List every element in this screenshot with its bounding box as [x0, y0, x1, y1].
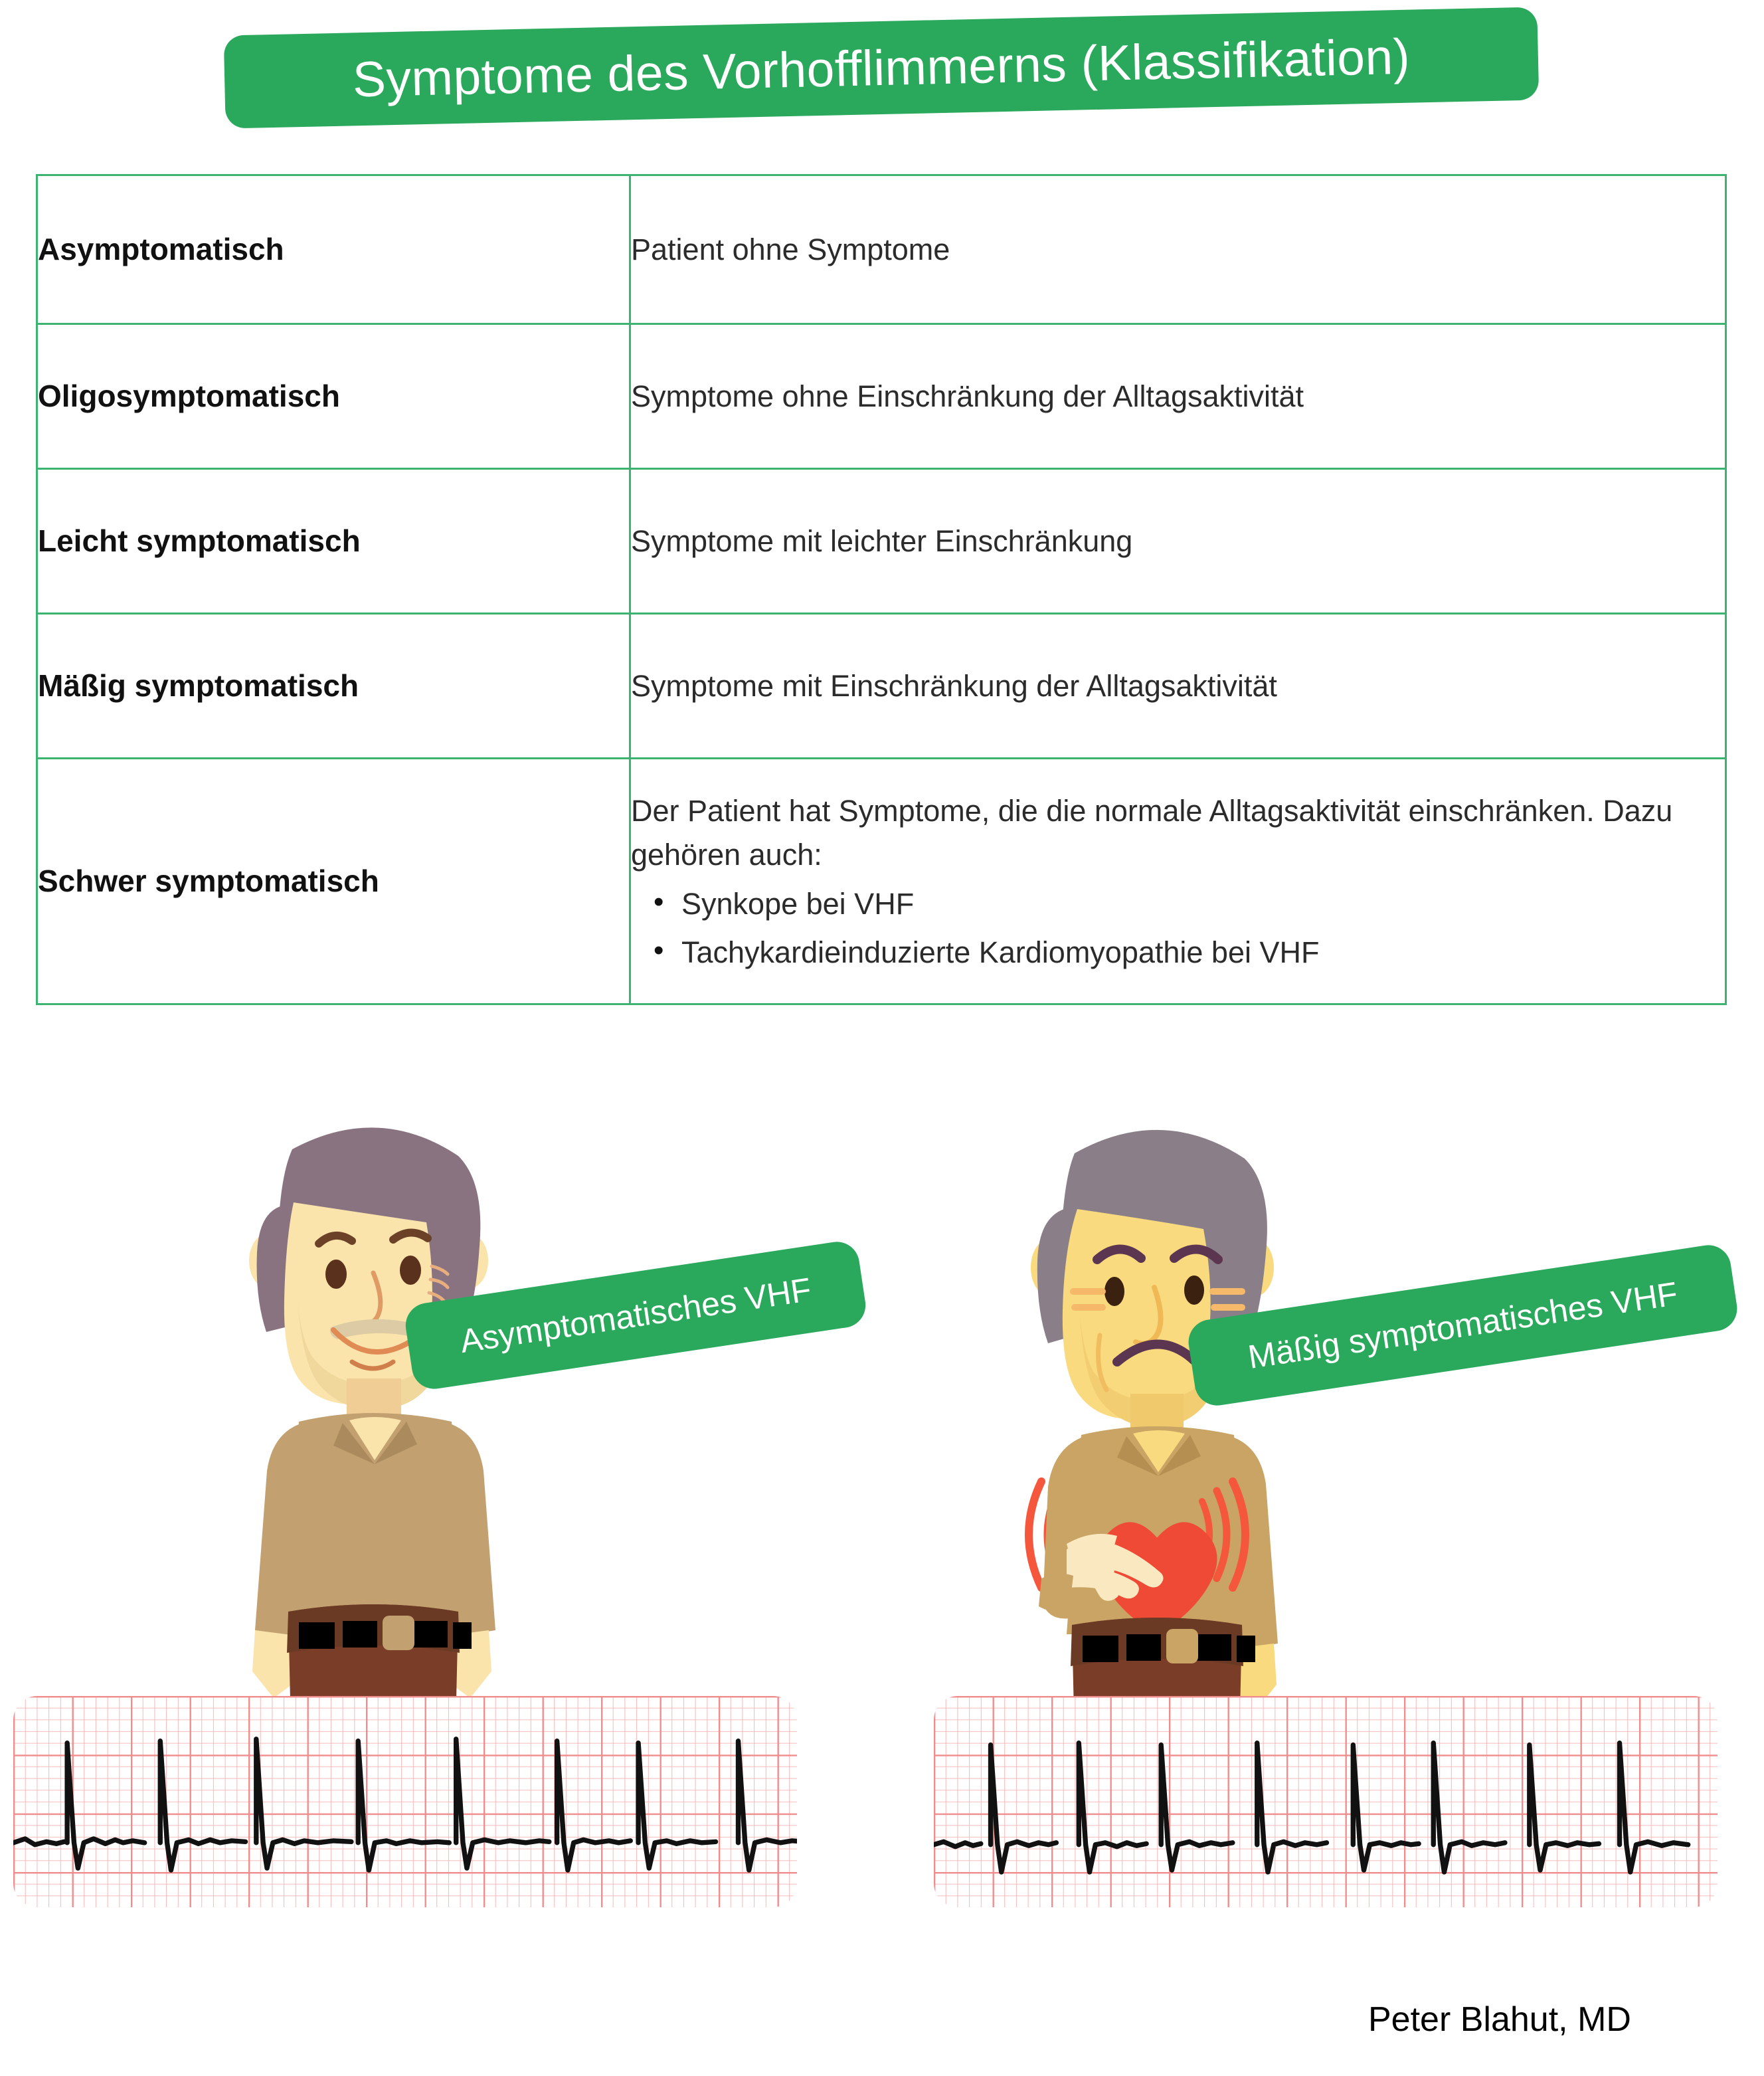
list-item: Synkope bei VHF — [654, 882, 1725, 925]
table-cell-description: Patient ohne Symptome — [629, 174, 1727, 325]
table-row: Asymptomatisch Patient ohne Symptome — [36, 174, 1727, 325]
table-cell-term: Leicht symptomatisch — [36, 468, 631, 614]
patient-figure-symptomatic — [1003, 1076, 1308, 1917]
title-banner: Symptome des Vorhofflimmerns (Klassifika… — [223, 7, 1540, 129]
ecg-strip-asymptomatic — [13, 1696, 797, 1907]
table-row: Mäßig symptomatisch Symptome mit Einschr… — [36, 613, 1727, 759]
description-text: Symptome ohne Einschränkung der Alltagsa… — [631, 379, 1304, 413]
table-cell-description: Symptome ohne Einschränkung der Alltagsa… — [629, 323, 1727, 470]
description-text: Symptome mit Einschränkung der Alltagsak… — [631, 668, 1277, 703]
ecg-strip-symptomatic — [934, 1696, 1718, 1907]
author-signature: Peter Blahut, MD — [1368, 2000, 1631, 2039]
illustration-scene — [0, 1076, 1764, 1940]
list-item: Tachykardieinduzierte Kardiomyopathie be… — [654, 930, 1725, 973]
page-title: Symptome des Vorhofflimmerns (Klassifika… — [351, 28, 1411, 107]
description-text: Der Patient hat Symptome, die die normal… — [631, 794, 1673, 872]
description-text: Patient ohne Symptome — [631, 232, 950, 266]
table-row: Schwer symptomatisch Der Patient hat Sym… — [36, 757, 1727, 1005]
table-row: Leicht symptomatisch Symptome mit leicht… — [36, 468, 1727, 614]
table-cell-term: Schwer symptomatisch — [36, 757, 631, 1005]
description-text: Symptome mit leichter Einschränkung — [631, 523, 1133, 558]
table-cell-term: Oligosymptomatisch — [36, 323, 631, 470]
table-cell-description: Symptome mit Einschränkung der Alltagsak… — [629, 613, 1727, 759]
table-cell-term: Mäßig symptomatisch — [36, 613, 631, 759]
patient-figure-asymptomatic — [219, 1076, 525, 1904]
description-bullet-list: Synkope bei VHF Tachykardieinduzierte Ka… — [631, 882, 1725, 973]
table-cell-description: Der Patient hat Symptome, die die normal… — [629, 757, 1727, 1005]
symptom-classification-table: Asymptomatisch Patient ohne Symptome Oli… — [36, 174, 1727, 1005]
table-row: Oligosymptomatisch Symptome ohne Einschr… — [36, 323, 1727, 470]
table-cell-term: Asymptomatisch — [36, 174, 631, 325]
table-cell-description: Symptome mit leichter Einschränkung — [629, 468, 1727, 614]
